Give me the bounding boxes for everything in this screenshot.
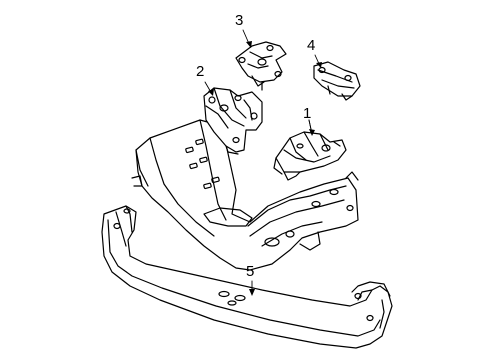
frame-bracket	[131, 119, 359, 271]
engine-mount-part-4	[313, 61, 361, 101]
crossmember-part-5	[101, 205, 393, 349]
callout-3: 3	[235, 12, 244, 29]
leader-arrowheads	[208, 41, 322, 296]
callout-2: 2	[196, 63, 205, 80]
engine-mount-part-2	[203, 87, 263, 155]
engine-mount-bracket-part-3	[235, 41, 287, 91]
callout-1: 1	[303, 105, 312, 122]
transmission-mount-part-1	[273, 131, 347, 181]
callout-5: 5	[246, 263, 255, 280]
callout-4: 4	[307, 37, 316, 54]
